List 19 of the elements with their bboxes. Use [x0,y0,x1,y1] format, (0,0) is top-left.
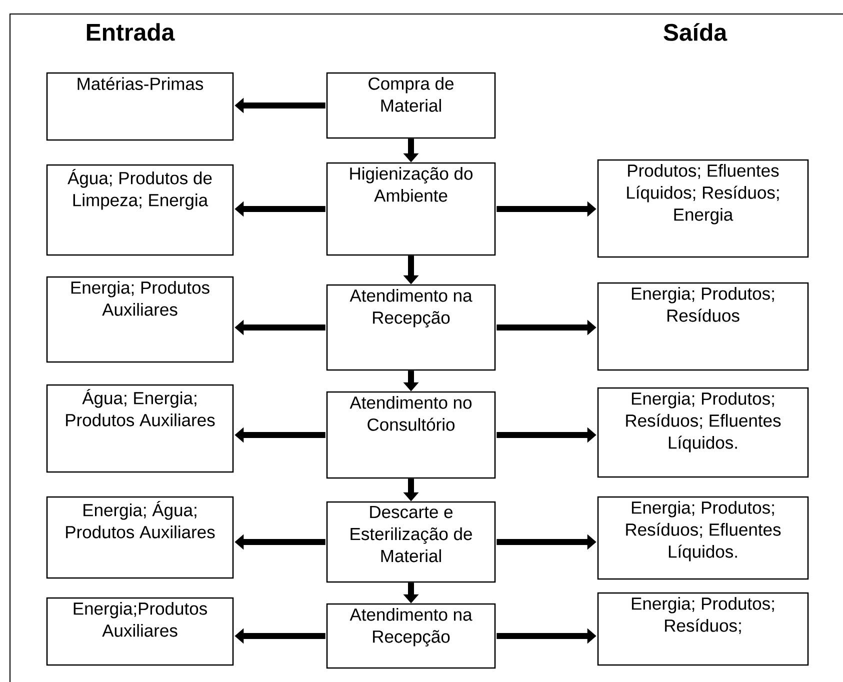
process-box: Energia; Produtos; Resíduos; Efluentes Líquidos. [597,496,809,580]
process-box: Energia; Produtos; Resíduos; Efluentes Líquidos. [597,387,809,478]
process-box: Energia; Água; Produtos Auxiliares [46,496,234,579]
process-box: Energia;Produtos Auxiliares [46,597,234,666]
column-heading: Entrada [86,23,175,41]
process-box: Energia; Produtos; Resíduos; [597,592,809,666]
process-box: Atendimento na Recepção [326,284,496,371]
process-box: Higienização do Ambiente [326,162,496,256]
process-box: Energia; Produtos; Resíduos [597,282,809,371]
process-box: Energia; Produtos Auxiliares [46,276,234,363]
process-box: Água; Produtos de Limpeza; Energia [46,164,234,256]
process-box: Descarte e Esterilização de Material [326,501,496,583]
process-box: Atendimento na Recepção [326,603,496,669]
process-box: Matérias-Primas [46,72,234,141]
column-heading: Saída [664,23,728,41]
process-box: Produtos; Efluentes Líquidos; Resíduos; Energia [597,159,809,258]
process-box: Compra de Material [326,72,496,139]
process-box: Atendimento no Consultório [326,391,496,479]
process-box: Água; Energia; Produtos Auxiliares [46,384,234,473]
